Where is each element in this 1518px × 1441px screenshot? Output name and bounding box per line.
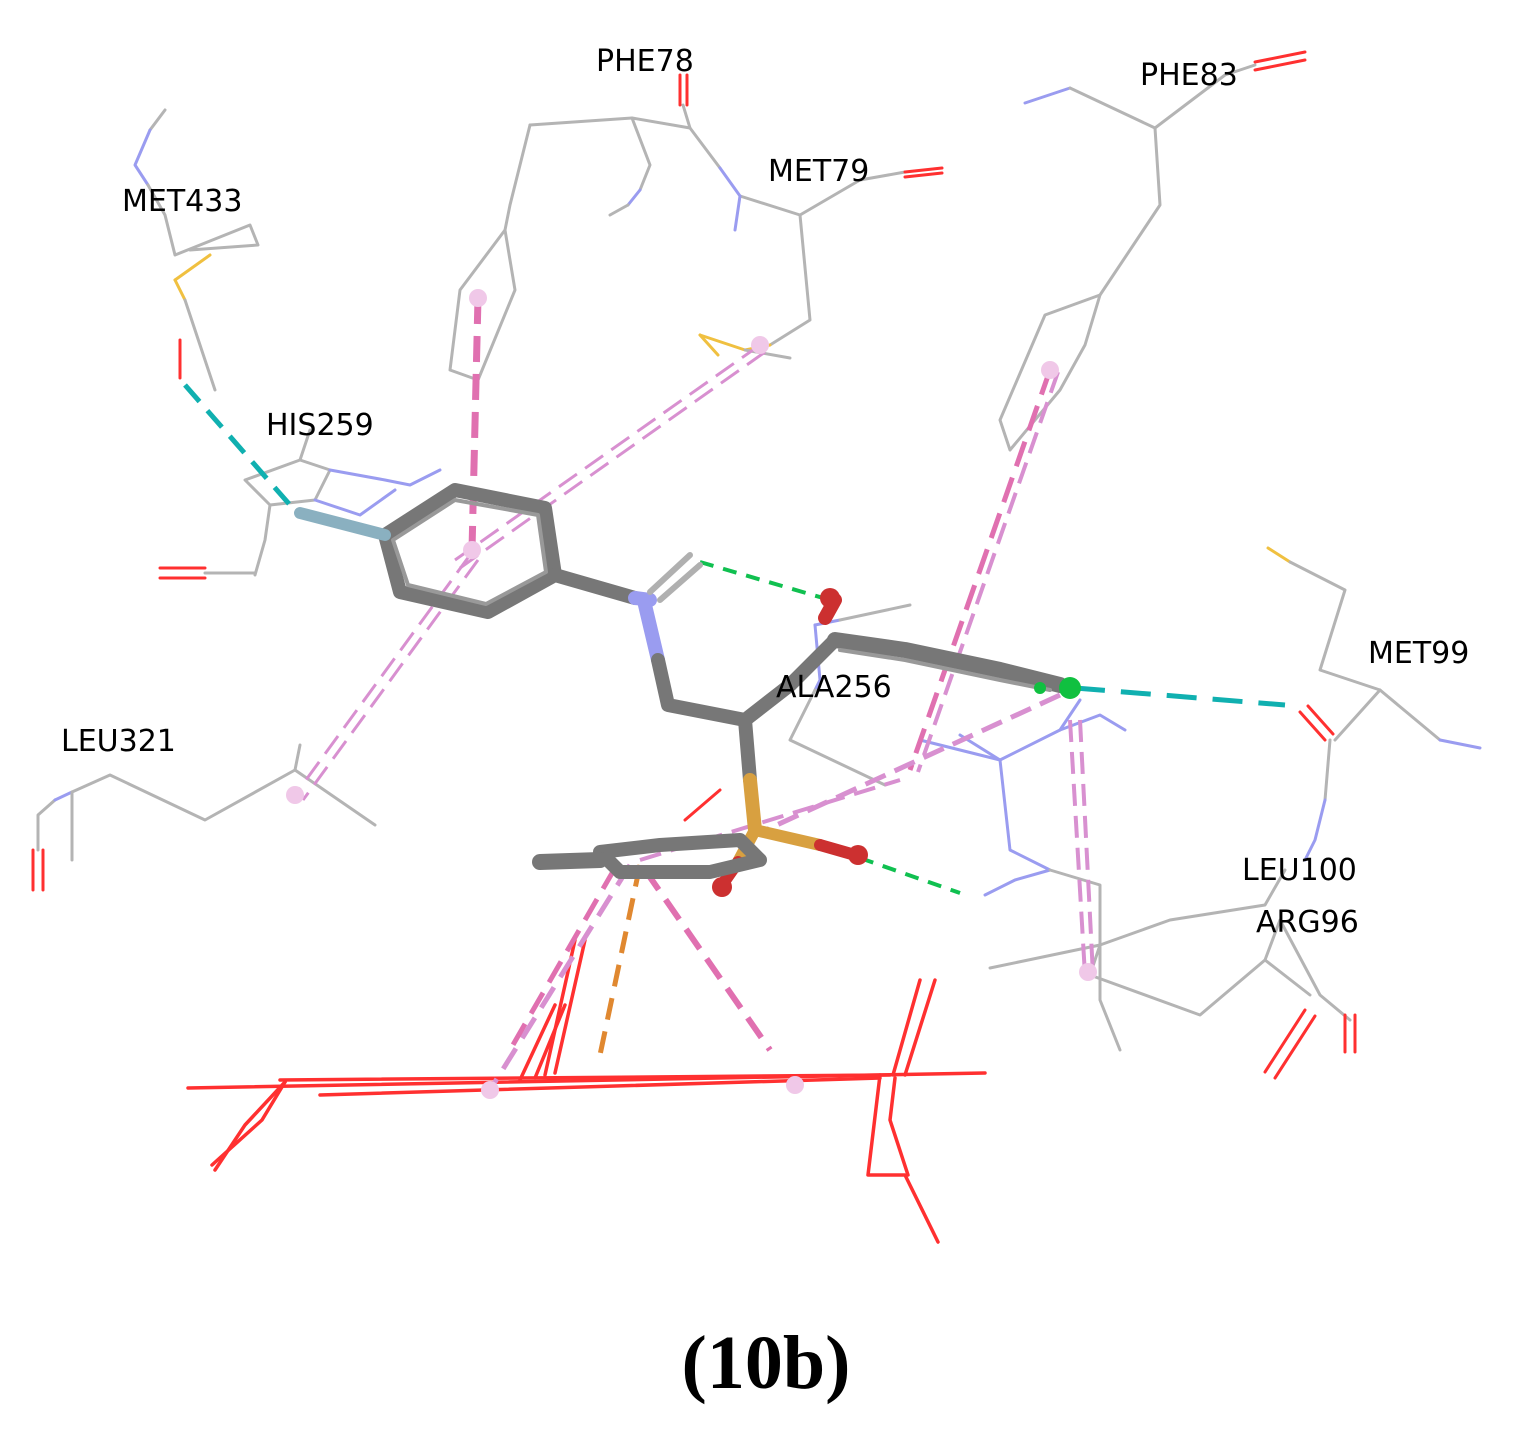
pi-heme-3 [507, 866, 618, 1052]
label-met433: MET433 [122, 184, 242, 219]
residue-leu100 [988, 868, 1357, 1080]
pi-alkyl-ala256 [753, 692, 1062, 838]
label-met99: MET99 [1368, 636, 1469, 671]
interaction-lines [183, 297, 1286, 1092]
residue-ala256 [683, 603, 912, 822]
residue-met99 [1266, 546, 1482, 862]
label-leu321: LEU321 [61, 724, 176, 759]
pi-alkyl-met79 [454, 343, 761, 562]
chlorine-atom [1059, 677, 1081, 699]
residue-phe83 [998, 50, 1307, 452]
sulfonyl-oxygen-1 [848, 845, 868, 865]
pi-pi-phe78 [468, 297, 482, 551]
residue-phe78 [448, 73, 742, 382]
residue-met433 [133, 108, 260, 392]
interaction-centroids [286, 289, 1097, 1099]
carbonyl-oxygen [820, 588, 840, 608]
label-his259: HIS259 [266, 408, 374, 443]
residue-his259 [158, 428, 442, 580]
label-ala256: ALA256 [776, 670, 892, 705]
pi-alkyl-met99 [1068, 719, 1087, 976]
pi-heme-2 [487, 863, 633, 1092]
pi-anion-heme [597, 864, 643, 1056]
label-phe78: PHE78 [596, 44, 694, 79]
h-bond-arg96 [859, 856, 961, 895]
label-leu100: LEU100 [1242, 853, 1357, 888]
pi-alkyl-leu321 [293, 554, 472, 796]
label-met79: MET79 [768, 154, 869, 189]
residue-leu321 [31, 743, 377, 892]
residue-met79 [698, 166, 944, 360]
panel-label: (10b) [682, 1321, 851, 1405]
pi-pi-phe83 [907, 369, 1053, 771]
halogen-met99 [1074, 685, 1286, 708]
heme-group [186, 938, 987, 1244]
sulfonyl-oxygen-2 [712, 877, 732, 897]
residue-labels: PHE78 PHE83 MET79 MET433 HIS259 MET99 AL… [61, 44, 1469, 940]
label-phe83: PHE83 [1140, 58, 1238, 93]
halogen-met433 [183, 383, 292, 507]
pi-heme-1 [642, 868, 773, 1052]
label-arg96: ARG96 [1256, 905, 1359, 940]
ligand [294, 483, 1068, 891]
residue-wireframes [31, 50, 1482, 1244]
ligand-ring-bottom [593, 833, 767, 879]
ligand-atoms [712, 588, 1081, 897]
h-bond-ala256 [699, 560, 831, 602]
residue-arg96 [918, 698, 1127, 1052]
